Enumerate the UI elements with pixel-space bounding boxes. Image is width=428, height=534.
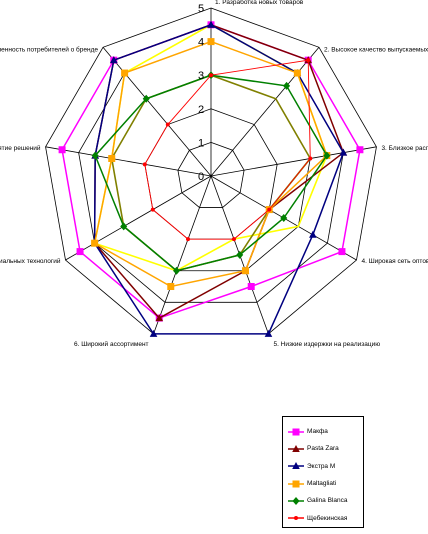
data-point: [207, 20, 215, 28]
data-point: [292, 444, 300, 452]
data-point: [236, 250, 244, 259]
data-point: [121, 69, 129, 77]
legend-label: Galina Blanca: [307, 497, 348, 505]
data-point: [231, 237, 236, 242]
legend-item: Maltagliati: [287, 475, 359, 492]
data-point: [165, 122, 170, 127]
tick-label: 3: [198, 70, 204, 82]
axis-spoke: [210, 146, 377, 177]
data-point: [155, 314, 164, 322]
legend-swatch: [288, 496, 304, 505]
series-4: [91, 71, 331, 275]
data-point: [292, 496, 300, 505]
axis-label: 2. Высокое качество выпускаемых изделий: [324, 45, 428, 53]
legend-label: Макфа: [307, 428, 328, 436]
radar-axis-labels: 1. Разработка новых товаров 2. Высокое ка…: [0, 0, 428, 348]
legend-label: Maltagliati: [307, 480, 337, 488]
data-point: [308, 156, 313, 161]
legend-item: Galina Blanca: [287, 492, 359, 509]
data-point: [339, 148, 348, 156]
legend-label: Щебекинская: [307, 514, 348, 522]
axis-label: 3. Близкое расположение к сырьевым ресур…: [381, 145, 428, 152]
data-point: [108, 154, 116, 162]
data-point: [149, 329, 158, 337]
series-line: [61, 24, 361, 319]
axis-label: 5. Низкие издержки на реализацию: [273, 341, 380, 348]
radar-axis-lines: [45, 8, 377, 335]
data-point: [142, 162, 147, 167]
data-point: [264, 329, 273, 337]
data-point: [58, 146, 66, 154]
grid-ring: [177, 141, 245, 208]
series-line: [94, 74, 328, 272]
axis-label: 9. Общая осведомленность потребителей о …: [0, 45, 98, 53]
axis-label: 8. Быстрое принятие решений: [0, 144, 41, 152]
data-point: [173, 266, 181, 275]
data-point: [207, 38, 215, 46]
legend-item: Щебекинская: [287, 509, 359, 526]
data-point: [247, 283, 255, 291]
axis-label: 4. Широкая сеть оптовых дистрибьюторов: [361, 257, 428, 265]
data-point: [110, 56, 118, 64]
tick-label: 4: [198, 37, 204, 49]
tick-label: 2: [198, 104, 204, 116]
data-point: [283, 81, 291, 90]
data-point: [323, 151, 331, 160]
data-point: [120, 222, 128, 231]
legend-item: Экстра М: [287, 458, 359, 475]
legend-swatch: [288, 444, 304, 452]
data-point: [338, 248, 346, 256]
data-point: [306, 58, 311, 63]
data-point: [186, 237, 191, 242]
axis-spoke: [153, 175, 212, 335]
tick-label: 1: [198, 137, 204, 149]
axis-spoke: [210, 47, 320, 177]
legend-swatch: [288, 516, 304, 521]
axis-spoke: [102, 47, 212, 177]
data-point: [292, 462, 300, 470]
data-point: [167, 283, 175, 291]
radial-tick-labels: 0 1 2 3 4 5: [198, 3, 204, 183]
legend-swatch: [288, 462, 304, 470]
data-point: [356, 146, 364, 154]
legend-label: Pasta Zara: [307, 445, 339, 453]
data-point: [267, 207, 272, 212]
series-line: [93, 40, 328, 288]
data-point: [294, 516, 298, 521]
series-5: [142, 58, 313, 242]
tick-label: 5: [198, 3, 204, 15]
data-point: [209, 73, 213, 78]
legend-item: Макфа: [287, 423, 359, 440]
data-point: [292, 428, 300, 436]
axis-label: 1. Разработка новых товаров: [215, 0, 304, 6]
data-point: [293, 69, 301, 77]
legend-label: Экстра М: [307, 462, 336, 470]
radar-series: [58, 20, 364, 337]
legend-swatch: [288, 480, 304, 488]
axis-spoke: [45, 146, 212, 177]
data-point: [142, 94, 150, 103]
legend-item: Pasta Zara: [287, 440, 359, 457]
data-point: [76, 248, 84, 256]
series-line: [93, 23, 345, 335]
axis-spoke: [65, 175, 212, 261]
series-line: [144, 59, 311, 240]
data-point: [292, 480, 300, 488]
data-point: [309, 230, 317, 238]
legend-swatch: [288, 428, 304, 436]
data-point: [150, 207, 155, 212]
data-point: [91, 151, 99, 160]
tick-label: 0: [198, 171, 204, 183]
data-point: [241, 267, 249, 275]
axis-label: 7. Опыт в применении специальных техноло…: [0, 257, 61, 265]
axis-label: 6. Широкий ассортимент: [74, 340, 149, 348]
data-point: [280, 214, 288, 222]
data-point: [91, 239, 99, 247]
